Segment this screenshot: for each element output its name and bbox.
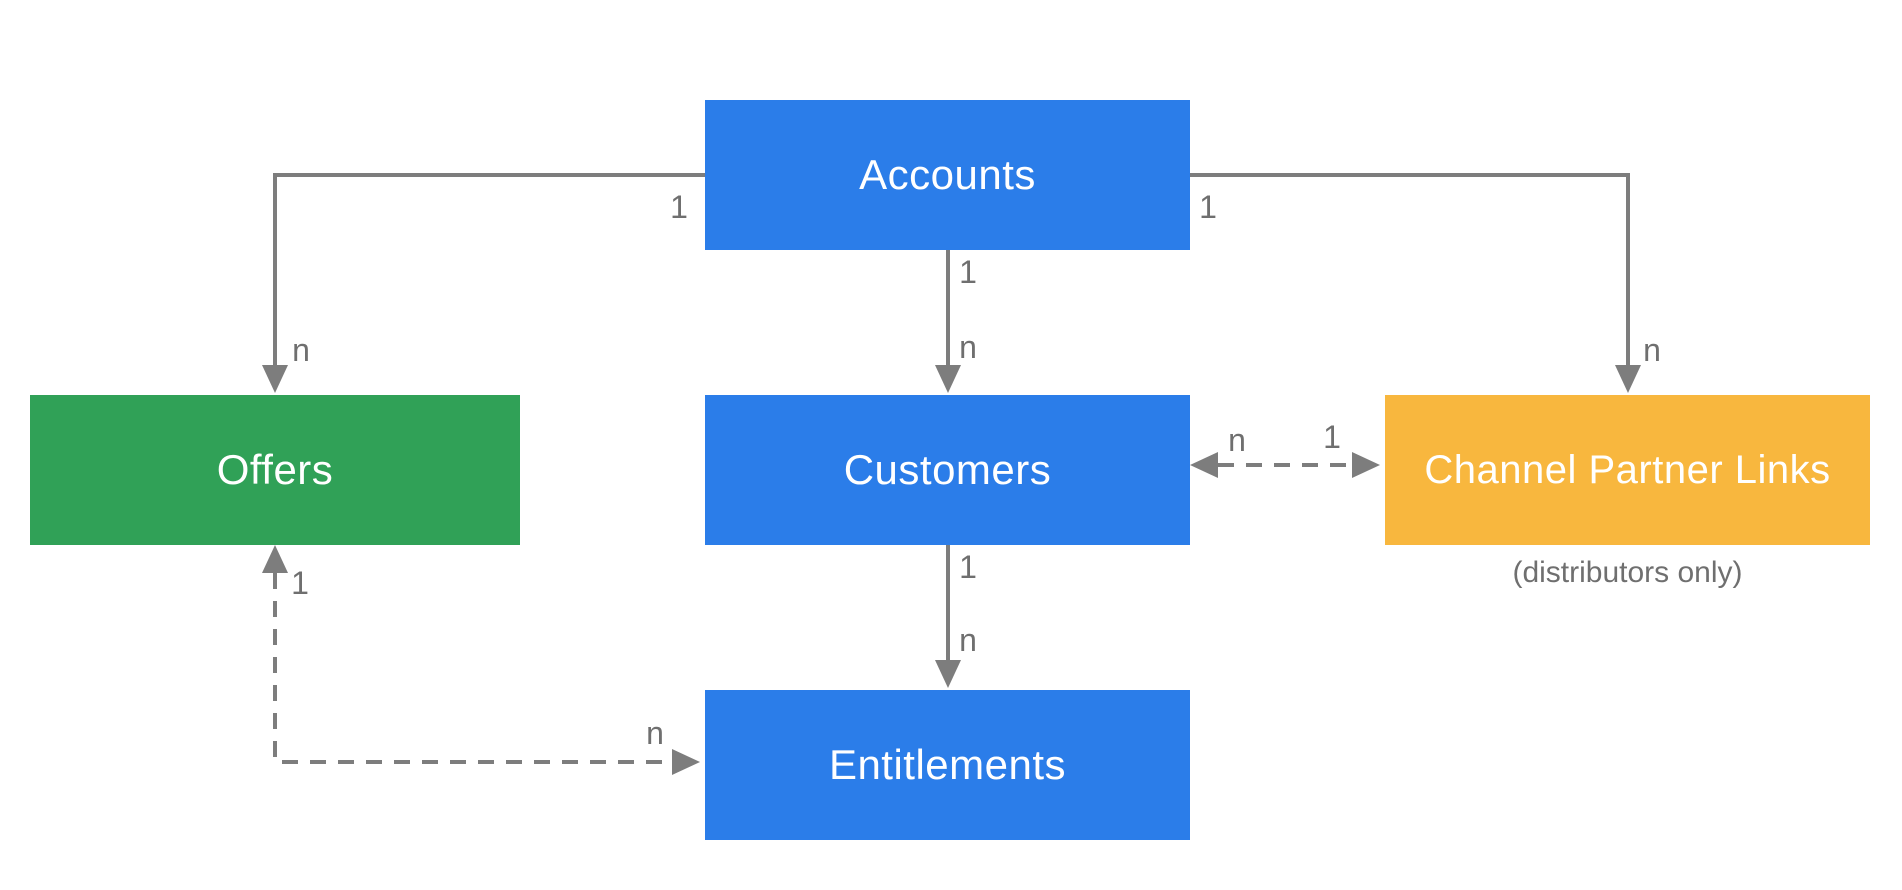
node-offers-label: Offers [216,446,334,493]
cardinality-customers-entitlements-target: n [959,622,977,658]
cardinality-accounts-offers-target: n [292,332,310,368]
edge-accounts-offers-line [273,173,705,365]
edge-offers-entitlements-line [273,573,672,764]
arrowhead-cpl-left-icon [1352,452,1380,478]
node-channel-partner-links-note: (distributors only) [1512,556,1743,589]
cardinality-customers-cpl-target: 1 [1323,419,1341,455]
cardinality-accounts-cpl-target: n [1643,332,1661,368]
cardinality-accounts-customers-target: n [959,329,977,365]
arrowhead-entitlements-top-icon [935,660,961,688]
node-channel-partner-links-label: Channel Partner Links [1424,447,1831,492]
arrowhead-customers-top-icon [935,365,961,393]
node-customers: Customers [705,395,1190,545]
cardinality-accounts-offers-source: 1 [670,189,688,225]
node-offers: Offers [30,395,520,545]
cardinality-accounts-customers-source: 1 [959,254,977,290]
cardinality-customers-cpl-source: n [1228,422,1246,458]
arrowhead-entitlements-left-icon [672,749,700,775]
node-entitlements-label: Entitlements [828,741,1067,788]
arrowhead-cpl-top-icon [1615,365,1641,393]
node-accounts-label: Accounts [859,151,1036,198]
arrowhead-offers-bottom-icon [262,545,288,573]
node-entitlements: Entitlements [705,690,1190,840]
cardinality-offers-entitlements-source: 1 [291,565,309,601]
cardinality-accounts-cpl-source: 1 [1199,189,1217,225]
node-channel-partner-links: Channel Partner Links [1385,395,1870,545]
arrowhead-customers-right-icon [1190,452,1218,478]
node-accounts: Accounts [705,100,1190,250]
cardinality-offers-entitlements-target: n [646,715,664,751]
edge-accounts-cpl-line [1190,173,1630,365]
cardinality-customers-entitlements-source: 1 [959,549,977,585]
node-customers-label: Customers [843,446,1052,493]
arrowhead-offers-top-icon [262,365,288,393]
